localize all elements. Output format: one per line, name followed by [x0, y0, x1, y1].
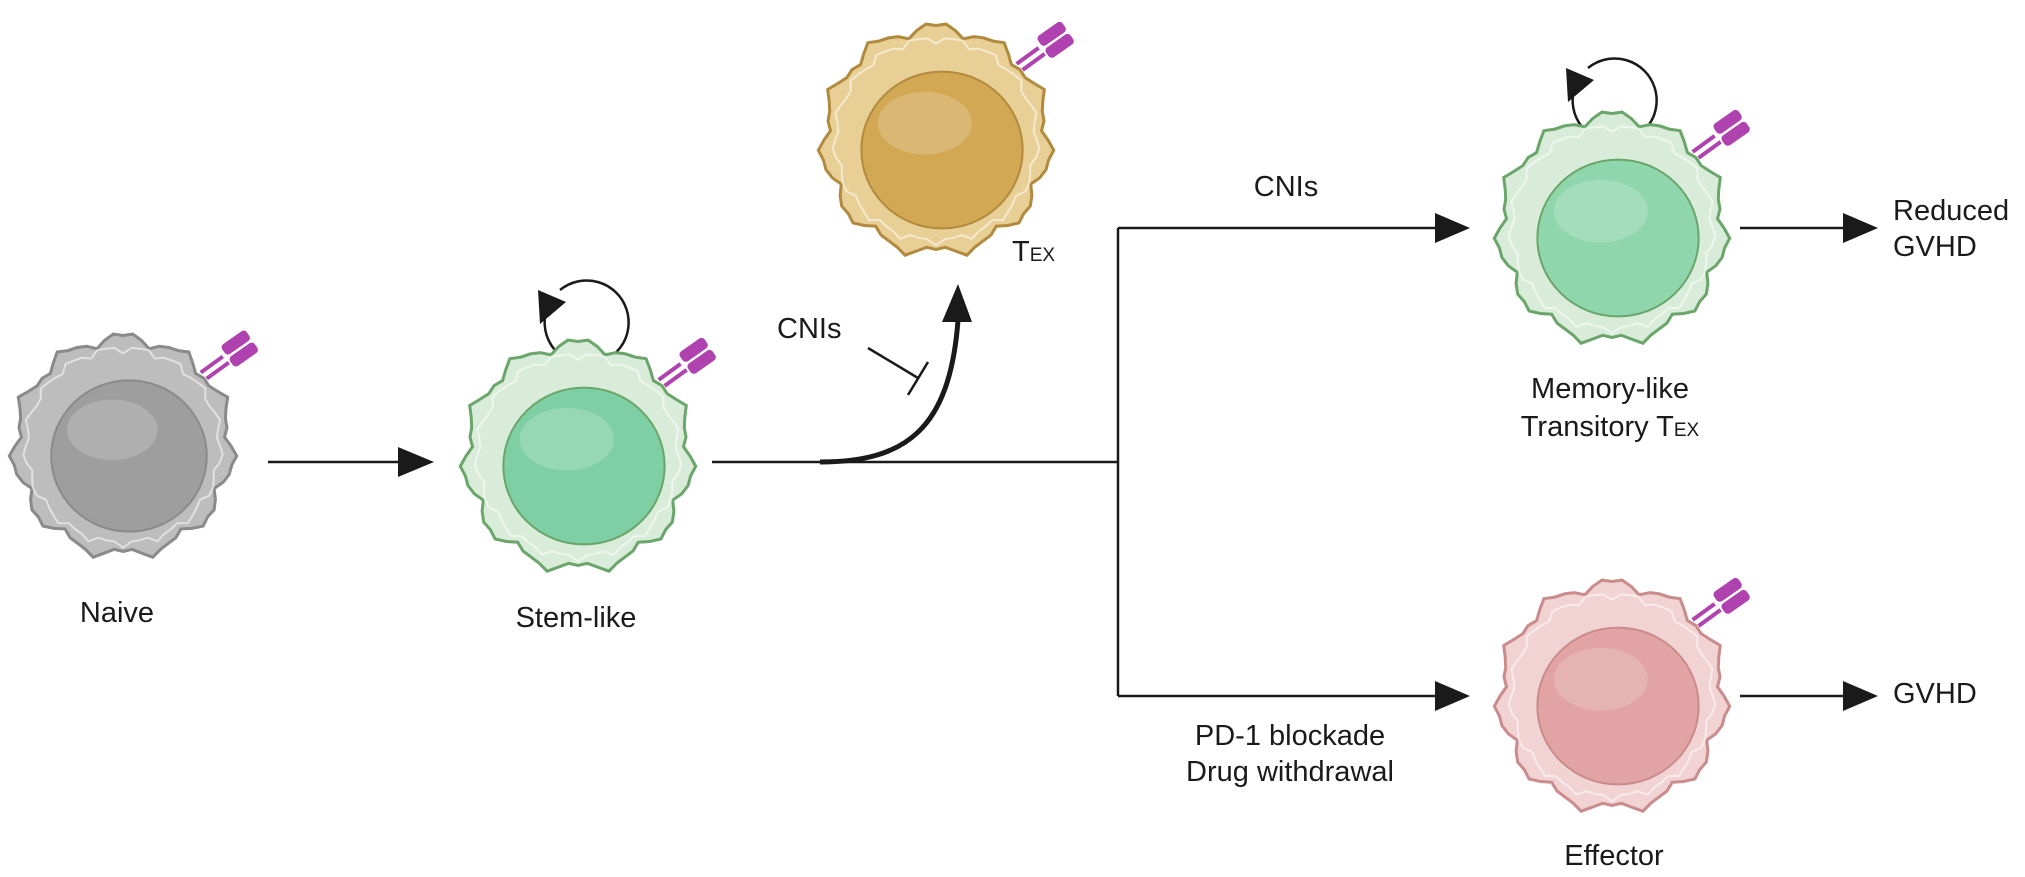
label-reduced: Reduced — [1893, 195, 2010, 227]
cell-nucleus — [502, 386, 666, 546]
cell-effector — [1492, 577, 1750, 813]
label-memory-like-line2: Transitory TEX — [1521, 411, 1699, 447]
cell-texture — [1507, 593, 1717, 803]
receptor-icon — [657, 337, 716, 388]
label-drug-withdrawal: Drug withdrawal — [1186, 756, 1394, 788]
inhibit-line — [867, 346, 919, 380]
self-renewal-stem-icon — [543, 279, 630, 366]
arrowhead-lower — [1435, 681, 1470, 711]
label-stem-like: Stem-like — [515, 602, 637, 634]
cell-texture — [1507, 125, 1717, 335]
label-tex: TEX — [1012, 236, 1055, 272]
label-effector: Effector — [1564, 840, 1664, 872]
arrowhead-reduced-gvhd — [1843, 213, 1878, 243]
arrowhead-gvhd — [1843, 681, 1878, 711]
inhibit-bar — [906, 361, 930, 396]
label-gvhd: GVHD — [1893, 678, 1977, 710]
arrowhead-naive-to-stem — [398, 447, 434, 477]
cell-texture — [473, 353, 683, 563]
cell-nucleus-highlight — [877, 91, 972, 155]
label-pd1-blockade: PD-1 blockade — [1194, 720, 1386, 752]
cell-nucleus-highlight — [1553, 179, 1648, 243]
label-memory-like-line2-main: Transitory T — [1520, 411, 1674, 443]
label-naive: Naive — [79, 597, 155, 629]
self-renewal-memory-arrowhead — [1566, 68, 1594, 102]
self-renewal-loops — [538, 57, 1658, 366]
cell-nucleus — [50, 379, 208, 533]
cell-nucleus-highlight — [1553, 647, 1648, 711]
cell-tex — [816, 21, 1074, 257]
cell-nucleus-highlight — [519, 407, 614, 471]
receptor-icon — [1691, 577, 1750, 628]
label-cnis-upper: CNIs — [1253, 171, 1319, 203]
label-memory-like-line1: Memory-like — [1531, 373, 1689, 405]
arrowhead-to-tex — [942, 284, 972, 322]
label-reduced-gvhd: GVHD — [1893, 231, 1977, 263]
label-tex-sub: EX — [1029, 245, 1056, 266]
connectors — [268, 213, 1878, 711]
cell-texture — [831, 37, 1041, 247]
label-cnis-inhibit: CNIs — [777, 313, 842, 345]
cell-stem-like — [458, 337, 716, 573]
cell-memory-like — [1492, 109, 1750, 345]
label-memory-like-line2-sub: EX — [1673, 420, 1700, 441]
receptor-icon — [199, 330, 258, 381]
cells-layer — [7, 21, 1750, 813]
cell-naive — [7, 330, 258, 560]
cell-texture — [22, 346, 224, 549]
label-tex-main: T — [1012, 236, 1030, 268]
cell-nucleus — [1536, 158, 1700, 318]
arrowhead-upper — [1435, 213, 1470, 243]
cell-nucleus — [1536, 626, 1700, 786]
self-renewal-stem-arrowhead — [538, 290, 566, 324]
cell-nucleus — [860, 70, 1024, 230]
cell-nucleus-highlight — [66, 399, 158, 461]
curve-to-tex — [819, 319, 961, 465]
receptor-icon — [1691, 109, 1750, 160]
receptor-icon — [1015, 21, 1074, 72]
